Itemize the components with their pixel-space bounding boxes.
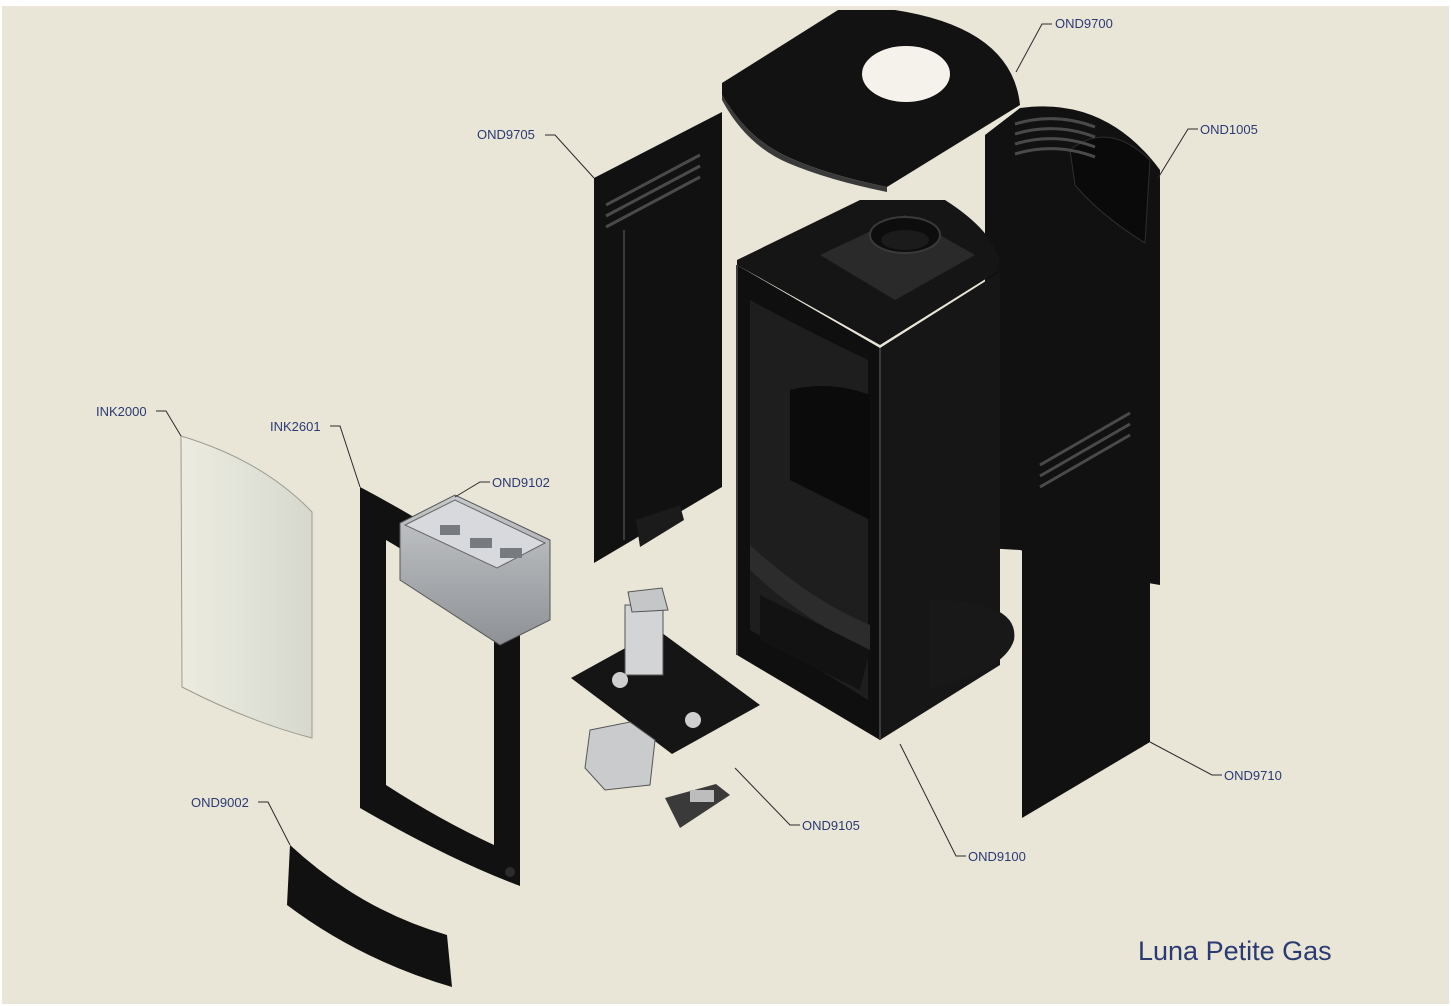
callout-ond9105: OND9105 <box>802 818 860 833</box>
top-plate-ond9700 <box>722 10 1020 192</box>
callout-ond1005: OND1005 <box>1200 122 1258 137</box>
side-panel-ond9705 <box>594 112 722 563</box>
flue-opening <box>862 46 950 102</box>
callout-ond9100: OND9100 <box>968 849 1026 864</box>
callout-ink2000: INK2000 <box>96 404 147 419</box>
callout-ond9002: OND9002 <box>191 795 249 810</box>
callout-ink2601: INK2601 <box>270 419 321 434</box>
callout-ond9700: OND9700 <box>1055 16 1113 31</box>
firebox-ond9100 <box>736 200 1015 740</box>
glass-panel-ink2000 <box>180 435 313 739</box>
callout-ond9102: OND9102 <box>492 475 550 490</box>
burner-box-ond9102 <box>399 494 551 646</box>
callout-ond9705: OND9705 <box>477 127 535 142</box>
leader-lines <box>156 23 1222 857</box>
diagram-title: Luna Petite Gas <box>1138 936 1332 966</box>
callout-labels: OND9700 OND1005 OND9705 INK2000 INK2601 … <box>96 16 1282 864</box>
right-panel-ond9710 <box>1022 366 1150 818</box>
valve-assembly-ond9105 <box>571 587 760 828</box>
callout-ond9710: OND9710 <box>1224 768 1282 783</box>
bottom-trim-ond9002 <box>287 845 452 987</box>
